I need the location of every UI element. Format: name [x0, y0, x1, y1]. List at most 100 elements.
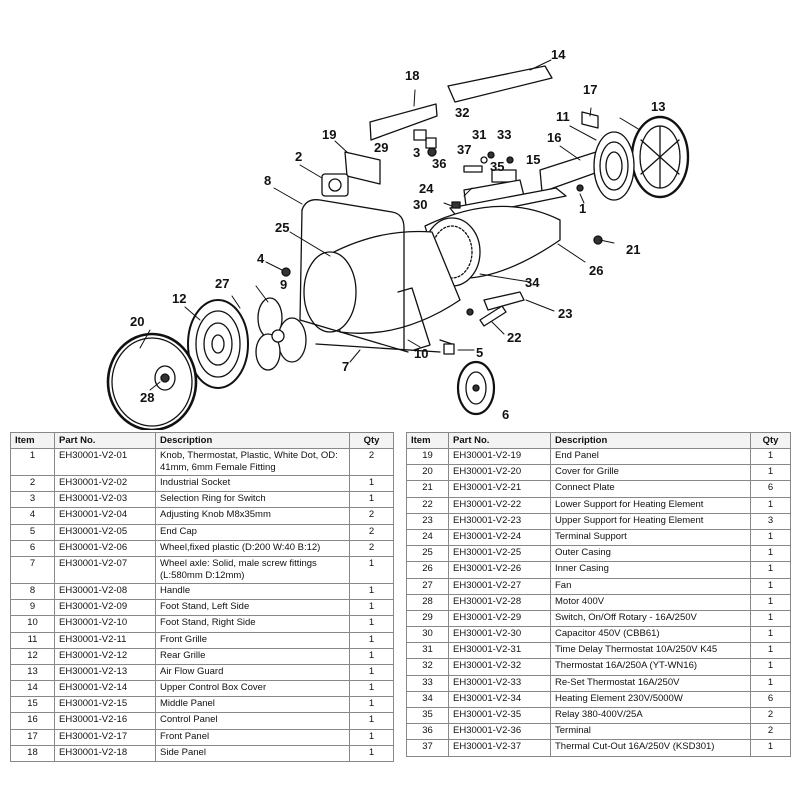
cell-part-no: EH30001-V2-08 — [54, 582, 156, 601]
callout-25: 25 — [275, 220, 290, 235]
cell-description: Time Delay Thermostat 10A/250V K45 — [550, 642, 751, 660]
table-header-row: Item Part No. Description Qty — [406, 432, 791, 449]
cell-part-no: EH30001-V2-07 — [54, 555, 156, 584]
cell-description: Rear Grille — [155, 647, 350, 665]
cell-part-no: EH30001-V2-28 — [448, 593, 551, 611]
cell-description: Control Panel — [155, 712, 350, 730]
small-fittings — [281, 184, 603, 277]
cell-qty: 1 — [349, 615, 394, 633]
cell-description: Front Panel — [155, 728, 350, 746]
callout-21: 21 — [626, 242, 641, 257]
cell-description: Middle Panel — [155, 696, 350, 714]
callout-15: 15 — [526, 152, 541, 167]
column-header-item: Item — [406, 432, 449, 449]
end-panel — [344, 151, 381, 185]
cell-item: 27 — [406, 577, 449, 595]
cell-description: Side Panel — [155, 744, 350, 763]
callout-20: 20 — [130, 314, 145, 329]
cell-qty: 1 — [750, 545, 791, 563]
cell-item: 30 — [406, 626, 449, 644]
cell-qty: 1 — [750, 593, 791, 611]
column-header-part-no: Part No. — [448, 432, 551, 449]
fan-blades — [255, 297, 307, 371]
cell-part-no: EH30001-V2-03 — [54, 491, 156, 509]
cell-item: 36 — [406, 723, 449, 741]
cell-description: Re-Set Thermostat 16A/250V — [550, 674, 751, 692]
cell-description: Switch, On/Off Rotary - 16A/250V — [550, 609, 751, 628]
cell-part-no: EH30001-V2-13 — [54, 663, 156, 682]
callout-35: 35 — [490, 159, 505, 174]
cell-item: 1 — [10, 448, 55, 476]
cell-item: 24 — [406, 528, 449, 547]
cell-part-no: EH30001-V2-20 — [448, 464, 551, 482]
outer-casing — [303, 230, 461, 334]
cell-item: 26 — [406, 561, 449, 579]
cell-item: 35 — [406, 706, 449, 725]
cell-qty: 3 — [750, 512, 791, 530]
callout-33: 33 — [497, 127, 512, 142]
callout-3: 3 — [413, 145, 421, 160]
cell-part-no: EH30001-V2-30 — [448, 626, 551, 644]
cell-qty: 2 — [349, 507, 394, 525]
cell-part-no: EH30001-V2-29 — [448, 609, 551, 628]
cell-item: 32 — [406, 658, 449, 676]
cell-description: Wheel,fixed plastic (D:200 W:40 B:12) — [155, 539, 350, 557]
cell-item: 33 — [406, 674, 449, 692]
callout-12: 12 — [172, 291, 187, 306]
cell-part-no: EH30001-V2-35 — [448, 706, 551, 725]
cell-qty: 2 — [750, 723, 791, 741]
cell-description: Fan — [550, 577, 751, 595]
callout-30: 30 — [413, 197, 428, 212]
cell-qty: 6 — [750, 690, 791, 709]
column-header-item: Item — [10, 432, 55, 449]
cell-description: Upper Control Box Cover — [155, 680, 350, 698]
cell-qty: 1 — [750, 609, 791, 628]
cell-description: Outer Casing — [550, 545, 751, 563]
callout-23: 23 — [558, 306, 573, 321]
front-panel — [581, 111, 599, 129]
cell-part-no: EH30001-V2-09 — [54, 599, 156, 617]
rear-grille — [187, 299, 249, 389]
callout-22: 22 — [507, 330, 522, 345]
wheel-axle — [315, 343, 455, 355]
cell-qty: 1 — [750, 496, 791, 514]
column-header-description: Description — [550, 432, 751, 449]
cell-description: Heating Element 230V/5000W — [550, 690, 751, 709]
cell-item: 23 — [406, 512, 449, 530]
cell-qty: 1 — [349, 744, 394, 763]
cell-qty: 1 — [750, 561, 791, 579]
cell-description: Industrial Socket — [155, 474, 350, 493]
cell-qty: 2 — [349, 448, 394, 476]
foot-stands — [397, 287, 453, 351]
cell-description: Capacitor 450V (CBB61) — [550, 626, 751, 644]
cell-description: Connect Plate — [550, 480, 751, 498]
cell-item: 28 — [406, 593, 449, 611]
cell-qty: 1 — [349, 582, 394, 601]
cell-qty: 6 — [750, 480, 791, 498]
cell-part-no: EH30001-V2-17 — [54, 728, 156, 746]
cell-part-no: EH30001-V2-23 — [448, 512, 551, 530]
cell-item: 15 — [10, 696, 55, 714]
callout-4: 4 — [257, 251, 265, 266]
callout-11: 11 — [556, 109, 570, 124]
cell-item: 3 — [10, 491, 55, 509]
cell-item: 22 — [406, 496, 449, 514]
cell-description: Thermal Cut-Out 16A/250V (KSD301) — [550, 739, 751, 757]
cell-description: End Cap — [155, 523, 350, 541]
cell-item: 16 — [10, 712, 55, 730]
